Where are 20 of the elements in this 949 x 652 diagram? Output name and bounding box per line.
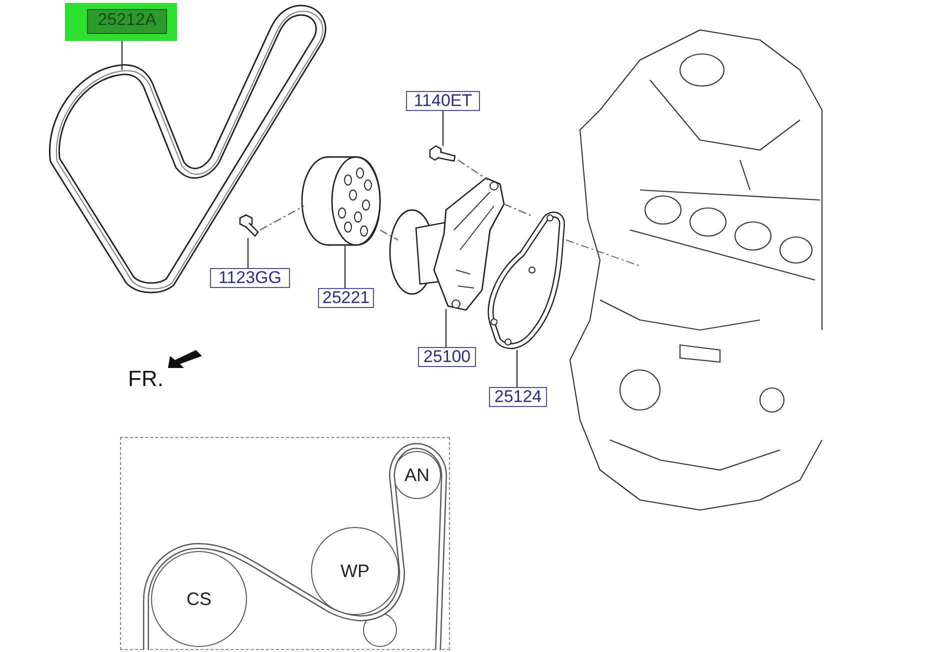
center-line (504, 203, 532, 217)
leader-line (445, 309, 447, 347)
center-line (260, 205, 304, 231)
bolt-drawing (238, 214, 260, 238)
leader-line (442, 111, 444, 146)
leader-line (344, 246, 346, 288)
front-direction-label: FR. (128, 366, 164, 392)
part-number: 25124 (489, 387, 547, 407)
center-line (458, 160, 488, 180)
center-line (380, 229, 398, 241)
pulley-circle: WP (311, 527, 399, 615)
leader-line (247, 238, 249, 268)
leader-line (516, 350, 518, 387)
part-number: 25221 (318, 288, 374, 308)
part-number: 1140ET (406, 91, 480, 111)
part-number: 25212A (87, 9, 167, 34)
part-number: 25100 (418, 347, 476, 367)
part-number: 1123GG (210, 268, 290, 288)
pulley-circle: CS (151, 551, 247, 647)
leader-line (121, 41, 123, 70)
